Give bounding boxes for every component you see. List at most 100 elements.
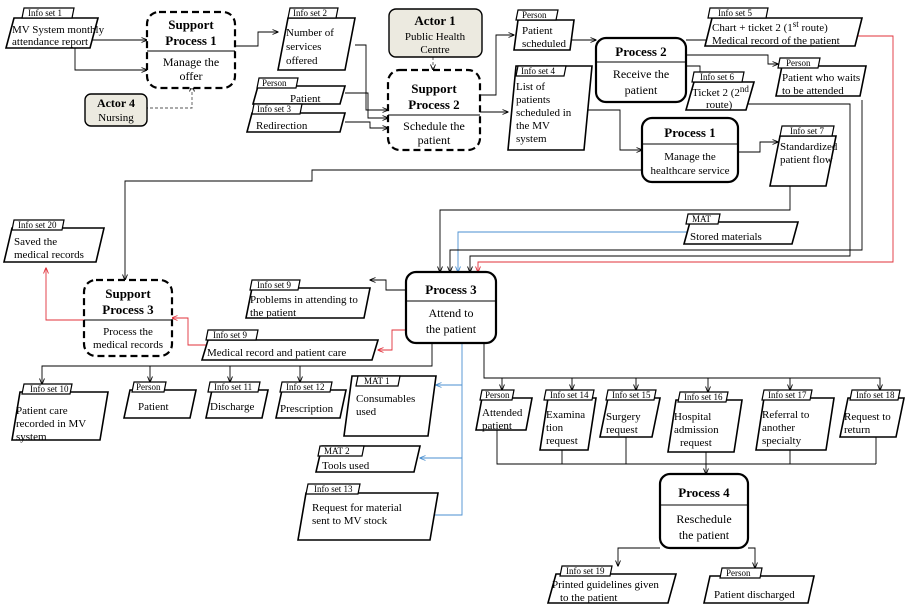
svg-text:patient: patient bbox=[482, 420, 512, 432]
info-set-12: Info set 12 Prescription bbox=[275, 381, 347, 419]
svg-text:Info set 2: Info set 2 bbox=[293, 8, 327, 18]
svg-text:offered: offered bbox=[286, 55, 318, 67]
svg-text:admission: admission bbox=[674, 424, 719, 436]
svg-text:Reschedule: Reschedule bbox=[676, 512, 731, 526]
svg-text:Person: Person bbox=[726, 568, 751, 578]
info-set-16: Info set 16 Hospital admission request bbox=[667, 391, 743, 453]
info-set-3: Info set 3 Redirection bbox=[245, 103, 347, 133]
svg-text:to the patient: to the patient bbox=[560, 592, 617, 604]
svg-text:Info set 14: Info set 14 bbox=[550, 390, 589, 400]
svg-text:Person: Person bbox=[786, 58, 811, 68]
svg-text:MAT 1: MAT 1 bbox=[364, 376, 390, 386]
svg-text:Info set 16: Info set 16 bbox=[684, 392, 723, 402]
svg-text:recorded in MV: recorded in MV bbox=[16, 418, 86, 430]
svg-text:Person: Person bbox=[262, 78, 287, 88]
svg-text:another: another bbox=[762, 422, 795, 434]
svg-text:Examina: Examina bbox=[546, 409, 585, 421]
actor-1: Actor 1 Public Health Centre bbox=[388, 8, 483, 58]
svg-text:patient flow: patient flow bbox=[780, 154, 833, 166]
svg-text:the MV: the MV bbox=[516, 120, 550, 132]
svg-text:Medical record of the patient: Medical record of the patient bbox=[712, 35, 840, 47]
svg-text:scheduled in: scheduled in bbox=[516, 107, 572, 119]
svg-text:request: request bbox=[606, 424, 638, 436]
info-set-14: Info set 14 Examina tion request bbox=[539, 389, 597, 451]
svg-text:Patient: Patient bbox=[522, 25, 553, 37]
svg-text:Info set 9: Info set 9 bbox=[257, 280, 291, 290]
process-2: Process 2 Receive the patient bbox=[594, 36, 688, 104]
svg-text:Tools used: Tools used bbox=[322, 460, 370, 472]
person-patient-waiting: Person Patient who waits to be attended bbox=[775, 57, 867, 97]
svg-text:Process 3: Process 3 bbox=[425, 282, 477, 297]
info-set-4: Info set 4 List of patients scheduled in… bbox=[507, 65, 593, 151]
svg-text:Patient: Patient bbox=[290, 93, 321, 105]
info-set-11: Info set 11 Discharge bbox=[205, 381, 269, 419]
svg-text:medical records: medical records bbox=[14, 249, 84, 261]
mat-stored-materials: MAT Stored materials bbox=[682, 213, 800, 245]
svg-text:Redirection: Redirection bbox=[256, 120, 308, 132]
svg-text:healthcare service: healthcare service bbox=[650, 165, 729, 177]
svg-text:the patient: the patient bbox=[426, 322, 477, 336]
svg-text:Process 2: Process 2 bbox=[615, 44, 666, 59]
svg-text:Info set 12: Info set 12 bbox=[286, 382, 325, 392]
svg-text:Process 1: Process 1 bbox=[664, 125, 715, 140]
svg-text:the patient: the patient bbox=[250, 307, 296, 319]
svg-text:patient: patient bbox=[418, 133, 451, 147]
svg-text:Process 3: Process 3 bbox=[102, 302, 154, 317]
svg-text:Person: Person bbox=[522, 10, 547, 20]
process-3: Process 3 Attend to the patient bbox=[404, 270, 498, 345]
svg-text:Info set 1: Info set 1 bbox=[28, 8, 62, 18]
svg-text:Ticket 2 (2nd: Ticket 2 (2nd bbox=[692, 84, 749, 99]
svg-text:Receive the: Receive the bbox=[613, 67, 669, 81]
svg-text:Referral to: Referral to bbox=[762, 409, 810, 421]
info-set-2: Info set 2 Number of services offered bbox=[277, 7, 356, 71]
svg-text:Consumables: Consumables bbox=[356, 393, 415, 405]
svg-text:Public Health: Public Health bbox=[405, 31, 466, 43]
actor-4: Actor 4 Nursing bbox=[84, 93, 148, 127]
svg-text:Support: Support bbox=[105, 286, 151, 301]
info-set-18: Info set 18 Request to return bbox=[839, 389, 905, 438]
svg-text:attendance report: attendance report bbox=[12, 36, 88, 48]
svg-text:Patient care: Patient care bbox=[16, 405, 68, 417]
svg-text:request: request bbox=[546, 435, 578, 447]
svg-text:Attended: Attended bbox=[482, 407, 523, 419]
svg-text:Actor 1: Actor 1 bbox=[414, 13, 455, 28]
info-set-20: Info set 20 Saved the medical records bbox=[2, 219, 106, 263]
svg-text:Person: Person bbox=[485, 390, 510, 400]
svg-text:Standardized: Standardized bbox=[780, 141, 838, 153]
svg-text:system: system bbox=[516, 133, 547, 145]
svg-text:Info set 13: Info set 13 bbox=[314, 484, 353, 494]
info-set-9-problems: Info set 9 Problems in attending to the … bbox=[245, 279, 371, 319]
svg-text:return: return bbox=[844, 424, 871, 436]
svg-text:Request for material: Request for material bbox=[312, 502, 402, 514]
svg-text:Hospital: Hospital bbox=[674, 411, 711, 423]
svg-text:Patient who waits: Patient who waits bbox=[782, 72, 860, 84]
svg-text:request: request bbox=[680, 437, 712, 449]
svg-text:Saved the: Saved the bbox=[14, 236, 57, 248]
svg-text:Process the: Process the bbox=[103, 326, 153, 338]
svg-text:offer: offer bbox=[179, 69, 202, 83]
svg-text:tion: tion bbox=[546, 422, 564, 434]
support-process-1: Support Process 1 Manage the offer bbox=[145, 10, 237, 90]
svg-text:Process 2: Process 2 bbox=[408, 97, 459, 112]
svg-text:Patient discharged: Patient discharged bbox=[714, 589, 795, 601]
info-set-13: Info set 13 Request for material sent to… bbox=[297, 483, 439, 541]
svg-text:Medical record and patient car: Medical record and patient care bbox=[207, 347, 346, 359]
svg-text:Info set 20: Info set 20 bbox=[18, 220, 57, 230]
svg-text:sent to MV stock: sent to MV stock bbox=[312, 515, 388, 527]
svg-text:MAT 2: MAT 2 bbox=[324, 446, 350, 456]
info-set-17: Info set 17 Referral to another specialt… bbox=[755, 389, 835, 451]
svg-text:Centre: Centre bbox=[420, 44, 449, 56]
svg-text:specialty: specialty bbox=[762, 435, 802, 447]
person-patient-scheduled: Person Patient scheduled bbox=[513, 9, 575, 51]
svg-text:List of: List of bbox=[516, 81, 545, 93]
info-set-6: Info set 6 Ticket 2 (2nd route) bbox=[684, 71, 756, 111]
svg-text:to be attended: to be attended bbox=[782, 85, 844, 97]
svg-text:Info set 3: Info set 3 bbox=[257, 104, 291, 114]
svg-text:Info set 5: Info set 5 bbox=[718, 8, 752, 18]
svg-text:Info set 4: Info set 4 bbox=[521, 66, 555, 76]
mat-1-consumables: MAT 1 Consumables used bbox=[343, 375, 437, 437]
svg-text:the patient: the patient bbox=[679, 528, 730, 542]
person-patient-discharged: Person Patient discharged bbox=[703, 567, 815, 604]
svg-text:Printed guidelines given: Printed guidelines given bbox=[552, 579, 659, 591]
